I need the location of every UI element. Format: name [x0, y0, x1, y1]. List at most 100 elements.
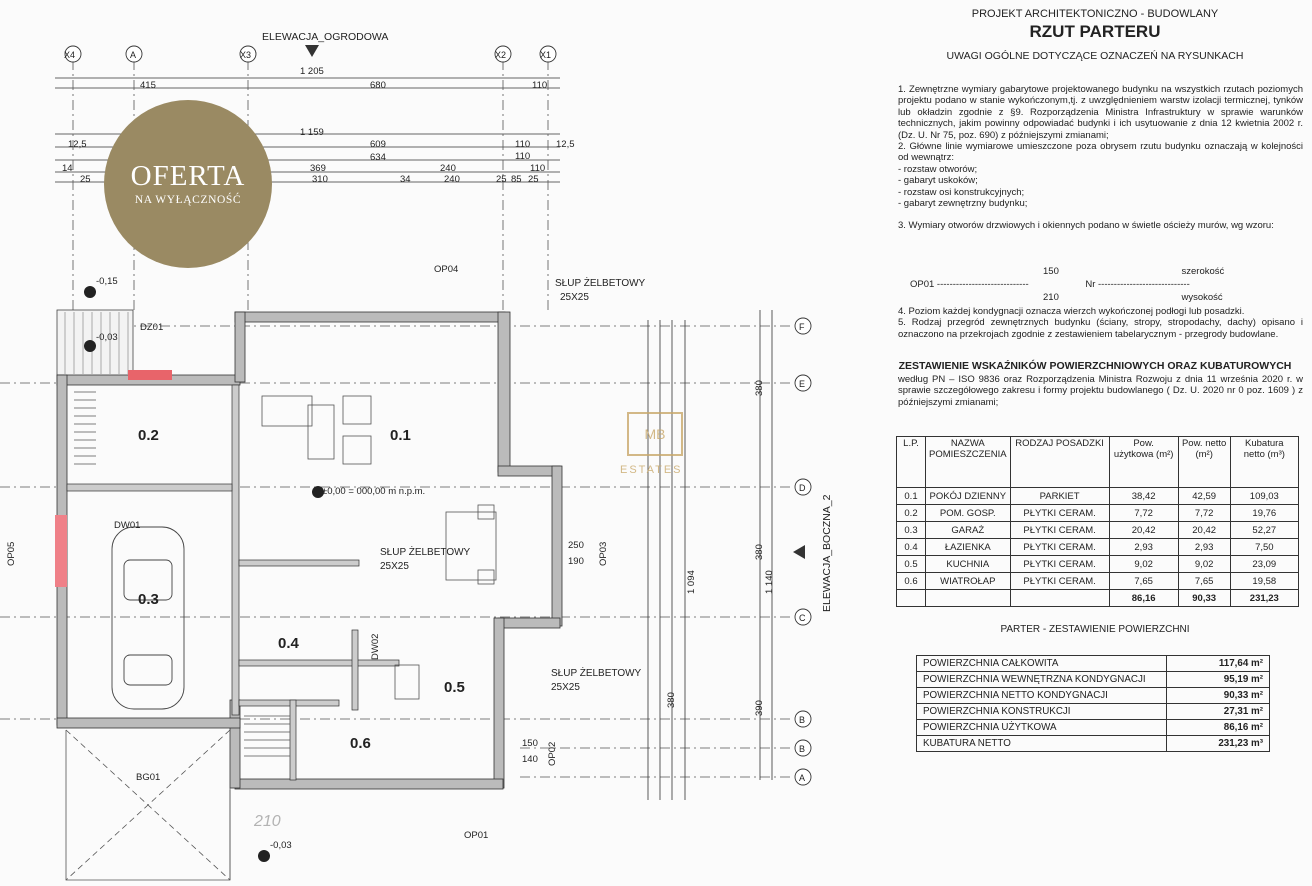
table-cell: POKÓJ DZIENNY [925, 487, 1011, 505]
table-cell: 20,42 [1177, 521, 1231, 539]
table-cell: 2,93 [1177, 538, 1231, 556]
level-value: -0,15 [96, 276, 118, 287]
stairs-icon [74, 391, 290, 757]
opening-label: DW01 [114, 520, 140, 531]
axis-label: C [799, 613, 806, 623]
area-label: POWIERZCHNIA CAŁKOWITA [916, 655, 1167, 672]
dim-label: 250 [568, 540, 584, 551]
dim-label: 390 [754, 700, 765, 716]
axis-label: A [130, 50, 136, 60]
opening-label: DW02 [370, 634, 381, 660]
column-label: SŁUP ŻELBETOWY [551, 666, 642, 679]
dim-label: 25 [496, 174, 507, 185]
axis-label: A [799, 773, 805, 783]
table-cell: PŁYTKI CERAM. [1009, 521, 1110, 539]
area-label: POWIERZCHNIA WEWNĘTRZNA KONDYGNACJI [916, 671, 1167, 688]
dim-label: 14 [62, 163, 73, 174]
room-label: 0.2 [138, 427, 159, 444]
table-cell: 90,33 [1177, 589, 1231, 607]
op-width-value: 150 [1043, 266, 1059, 277]
table-cell: 7,72 [1177, 504, 1231, 522]
dim-total-width: 1 205 [300, 66, 324, 77]
table-cell: 52,27 [1229, 521, 1300, 539]
area-value: 27,31 m² [1166, 703, 1270, 720]
summary-title: ZESTAWIENIE WSKAŹNIKÓW POWIERZCHNIOWYCH … [898, 360, 1292, 372]
dim-label: 1 159 [300, 127, 324, 138]
table-cell: 86,16 [1108, 589, 1179, 607]
dim-label: 680 [370, 80, 386, 91]
table-cell: 42,59 [1177, 487, 1231, 505]
room-label: 0.1 [390, 427, 411, 444]
axis-label: X2 [495, 50, 506, 60]
dim-label: 1 094 [686, 570, 697, 594]
elevation-right-label: ELEWACJA_BOCZNA_2 [821, 494, 833, 612]
axis-label: X1 [540, 50, 551, 60]
area-value: 231,23 m³ [1166, 735, 1270, 752]
area-value: 117,64 m² [1166, 655, 1270, 672]
room-label: 0.5 [444, 679, 465, 696]
note-bullet: - rozstaw osi konstrukcyjnych; [898, 186, 1025, 198]
dim-label: 12,5 [556, 139, 575, 150]
room-label: 0.3 [138, 591, 159, 608]
dim-label: 25 [80, 174, 91, 185]
table-cell: 0.6 [896, 572, 926, 590]
car-icon [111, 526, 185, 710]
dim-label: 110 [515, 139, 530, 150]
floor-plan: 1 205 415 680 110 1 159 609 634 110 110 … [0, 31, 833, 881]
op-height-value: 210 [1043, 292, 1059, 303]
axis-label: X3 [240, 50, 251, 60]
col-header: L.P. [896, 436, 926, 488]
dim-label: 25 [528, 174, 539, 185]
table-cell: ŁAZIENKA [925, 538, 1011, 556]
op-formula-mid: OP01 ----------------------------- Nr --… [898, 279, 1303, 290]
table-cell: 0.5 [896, 555, 926, 573]
table-cell: 2,93 [1108, 538, 1179, 556]
dim-label: 1 140 [764, 570, 775, 594]
exclusive-offer-badge: OFERTA NA WYŁĄCZNOŚĆ [104, 100, 272, 268]
table-cell: 23,09 [1229, 555, 1300, 573]
column-size: 25X25 [560, 292, 589, 303]
opening-label: DZ01 [140, 322, 163, 333]
table-cell: PŁYTKI CERAM. [1009, 504, 1110, 522]
area-value: 95,19 m² [1166, 671, 1270, 688]
table-cell: 109,03 [1229, 487, 1300, 505]
table-cell: PŁYTKI CERAM. [1009, 555, 1110, 573]
rooms-table: L.P. NAZWA POMIESZCZENIA RODZAJ POSADZKI… [896, 436, 1300, 607]
area-label: POWIERZCHNIA UŻYTKOWA [916, 719, 1167, 736]
mb-logo-name: ESTATES [620, 464, 683, 476]
col-header: RODZAJ POSADZKI [1009, 436, 1110, 488]
drawing-title: RZUT PARTERU [1029, 22, 1161, 41]
dim-label: 380 [666, 692, 677, 708]
column-size: 25X25 [551, 682, 580, 693]
note-2: 2. Główne linie wymiarowe umieszczone po… [898, 141, 1303, 164]
column-label: SŁUP ŻELBETOWY [380, 545, 471, 558]
level-value: -0,03 [96, 332, 118, 343]
opening-label: OP05 [6, 542, 17, 566]
dim-label: 240 [444, 174, 460, 185]
elevation-marker-icon [305, 45, 319, 57]
axis-label: B [799, 715, 805, 725]
op-number: OP01 ----------------------------- [910, 279, 1029, 290]
note-bullet: - rozstaw otworów; [898, 163, 978, 175]
dim-label: 634 [370, 152, 386, 163]
opening-label: BG01 [136, 772, 160, 783]
axis-label: F [799, 322, 805, 332]
dim-label: 415 [140, 80, 156, 91]
table-cell: POM. GOSP. [925, 504, 1011, 522]
room-label: 0.4 [278, 635, 300, 652]
dim-label: 310 [312, 174, 328, 185]
op-height-label: wysokość [1181, 292, 1223, 303]
level-value: -0,03 [270, 840, 292, 851]
table-cell: WIATROŁAP [925, 572, 1011, 590]
dim-label: 380 [754, 544, 765, 560]
axis-label: B [799, 744, 805, 754]
